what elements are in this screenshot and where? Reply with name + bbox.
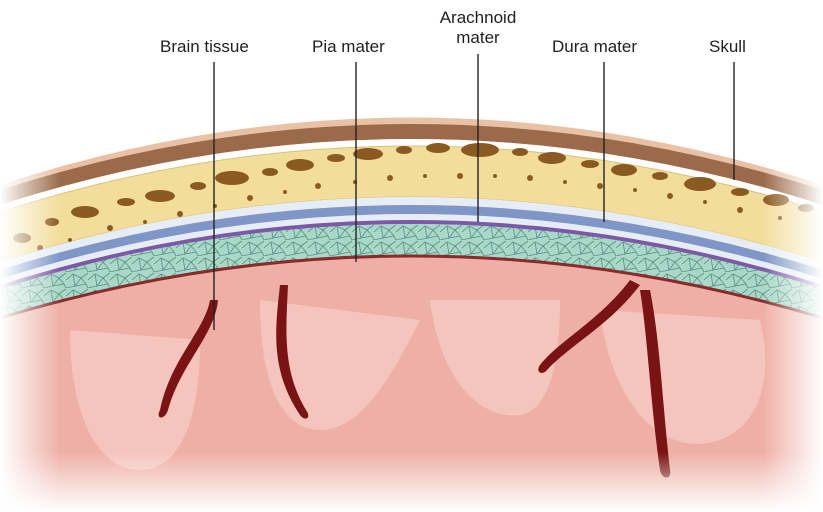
label-arachnoid-mater: Arachnoid mater <box>432 8 524 48</box>
label-arachnoid-line1: Arachnoid <box>432 8 524 28</box>
label-skull: Skull <box>709 37 746 57</box>
label-brain-tissue: Brain tissue <box>160 37 249 57</box>
label-dura-mater: Dura mater <box>552 37 637 57</box>
label-arachnoid-line2: mater <box>432 28 524 48</box>
label-pia-mater: Pia mater <box>312 37 385 57</box>
